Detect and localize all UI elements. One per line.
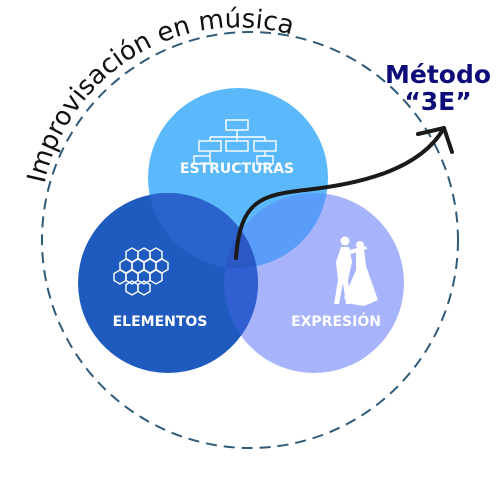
curved-arrow bbox=[234, 126, 454, 260]
label-estructuras: ESTRUCTURAS bbox=[180, 161, 294, 177]
overlap-top-right bbox=[224, 193, 328, 268]
method-title-line1: Método bbox=[385, 60, 491, 89]
method-title-line2: “3E” bbox=[404, 87, 471, 116]
label-elementos: ELEMENTOS bbox=[113, 314, 208, 330]
arrow-head bbox=[416, 126, 454, 154]
overlap-top-left bbox=[148, 193, 258, 268]
dashed-outer-ring bbox=[41, 31, 459, 449]
arrow-curve bbox=[234, 126, 446, 260]
dancing-couple-icon bbox=[334, 236, 378, 306]
label-expresion: EXPRESIÓN bbox=[291, 312, 381, 330]
hexagon-cluster-icon bbox=[113, 247, 169, 296]
org-chart-icon bbox=[193, 119, 277, 165]
